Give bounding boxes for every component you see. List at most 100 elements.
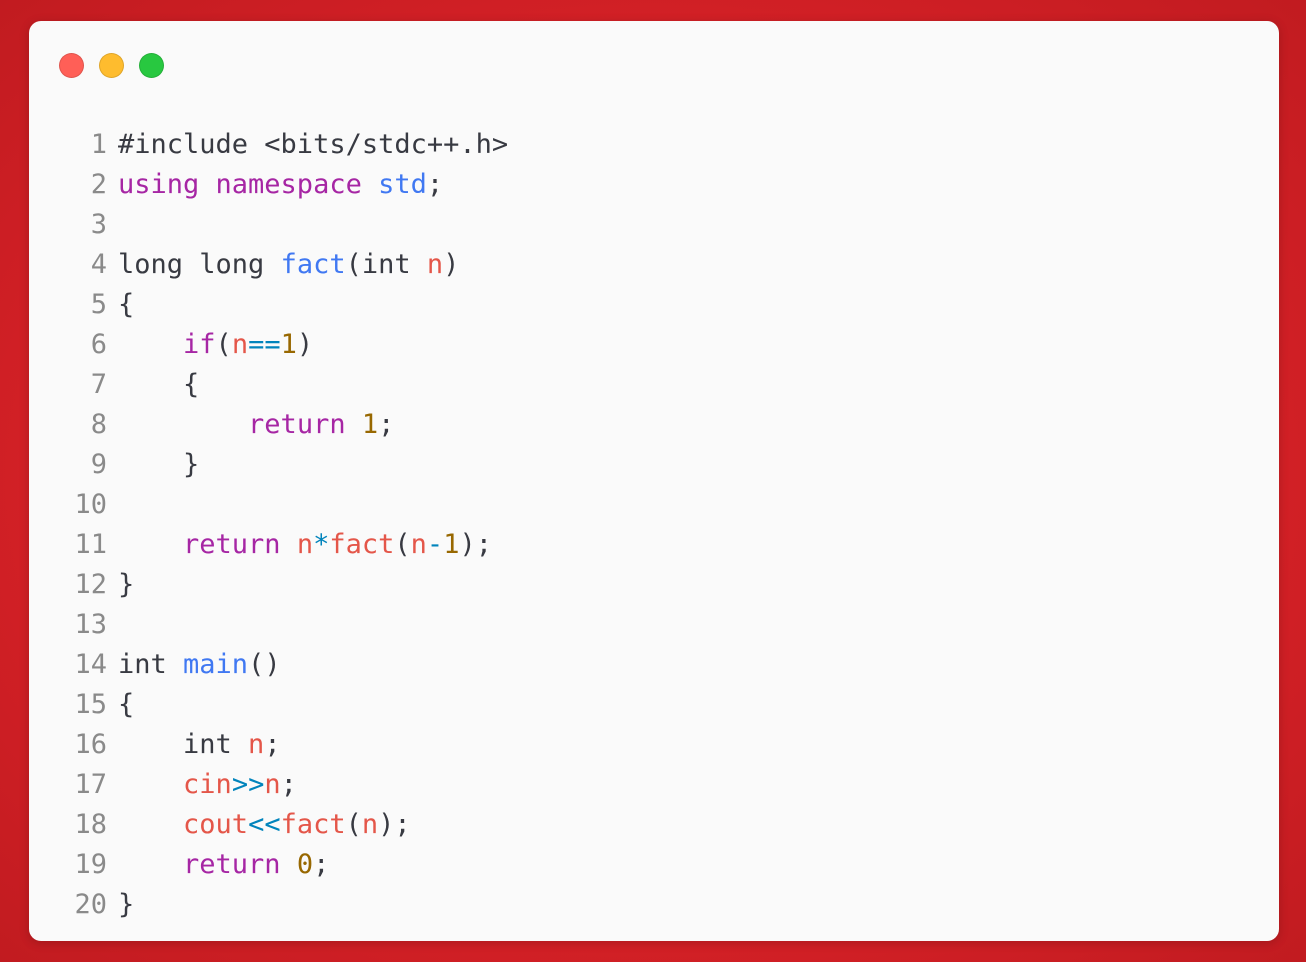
code-token: fact [329,529,395,560]
code-token: ( [394,529,411,560]
line-source: } [118,885,134,925]
line-number: 6 [90,329,107,360]
line-number: 18 [74,809,107,840]
code-token: std [378,169,427,200]
code-token [118,769,183,800]
code-token: return [248,409,362,440]
line-source: } [118,445,199,485]
code-token: - [426,529,444,560]
code-line: 16 int n; [67,725,508,765]
line-source: using namespace std; [118,165,443,205]
code-token: { [118,369,200,400]
code-line: 5{ [67,285,508,325]
code-token: } [118,889,135,920]
code-token: ) [296,329,314,360]
code-token: ) [443,249,460,280]
line-number: 14 [74,649,107,680]
code-token: if [183,329,216,360]
line-source: int main() [118,645,281,685]
line-number: 13 [74,609,107,640]
code-token: n [426,249,444,280]
line-number: 8 [90,409,107,440]
code-line: 3 [67,205,508,245]
code-token: 1 [443,529,460,560]
line-number: 16 [74,729,107,760]
code-line: 18 cout<<fact(n); [67,805,508,845]
code-line: 11 return n*fact(n-1); [67,525,508,565]
code-token: ; [313,849,330,880]
code-token: == [248,329,281,360]
line-number: 15 [74,689,107,720]
line-source: } [118,565,134,605]
code-token [118,849,183,880]
line-source: cout<<fact(n); [118,805,411,845]
code-token: int [118,729,249,760]
code-token: n [410,529,427,560]
line-number: 10 [74,489,107,520]
code-token: ; [426,169,444,200]
code-token: ; [280,769,297,800]
close-button[interactable] [59,53,84,78]
code-token [118,409,248,440]
code-line: 1 #include <bits/stdc++.h> [67,125,508,165]
code-token: fact [280,809,346,840]
line-source: return 0; [118,845,329,885]
code-token: 1 [361,409,379,440]
code-token: n [231,329,249,360]
code-line: 14 int main() [67,645,508,685]
code-token: n [361,809,379,840]
line-number: 5 [90,289,107,320]
code-token: main [183,649,249,680]
line-source: return n*fact(n-1); [118,525,492,565]
code-token: { [118,289,135,320]
line-number: 9 [90,449,107,480]
code-token: ; [264,729,281,760]
code-token: cin [183,769,232,800]
code-line: 17 cin>>n; [67,765,508,805]
maximize-button[interactable] [139,53,164,78]
code-line: 13 [67,605,508,645]
code-token: #include <bits/stdc++.h> [118,129,509,160]
code-line: 20} [67,885,508,925]
code-token: using namespace [118,169,379,200]
code-token [118,809,183,840]
window-controls [59,53,164,78]
code-token: int [118,649,184,680]
line-number: 1 [90,129,107,160]
code-token: () [248,649,281,680]
code-token: 0 [296,849,314,880]
line-number: 17 [74,769,107,800]
line-source: #include <bits/stdc++.h> [118,125,508,165]
code-line: 12} [67,565,508,605]
code-line: 8 return 1; [67,405,508,445]
line-number: 12 [74,569,107,600]
line-source: int n; [118,725,281,765]
code-token: fact [280,249,346,280]
code-token: long long [118,249,281,280]
minimize-button[interactable] [99,53,124,78]
code-token: } [118,569,135,600]
code-token: << [248,809,281,840]
line-source: if(n==1) [118,325,313,365]
code-token: (int [345,249,427,280]
line-source: { [118,365,199,405]
code-token: 1 [280,329,297,360]
code-token: } [118,449,200,480]
code-line: 9 } [67,445,508,485]
code-token: return [183,849,297,880]
code-token: ( [345,809,362,840]
code-token: >> [231,769,265,800]
line-number: 7 [90,369,107,400]
code-token: ( [215,329,232,360]
code-line: 10 [67,485,508,525]
line-source: return 1; [118,405,394,445]
line-number: 11 [74,529,107,560]
code-token [118,529,183,560]
code-token [118,329,183,360]
line-number: 3 [90,209,107,240]
code-token: ); [378,809,411,840]
code-token: ; [378,409,395,440]
line-source: { [118,685,134,725]
